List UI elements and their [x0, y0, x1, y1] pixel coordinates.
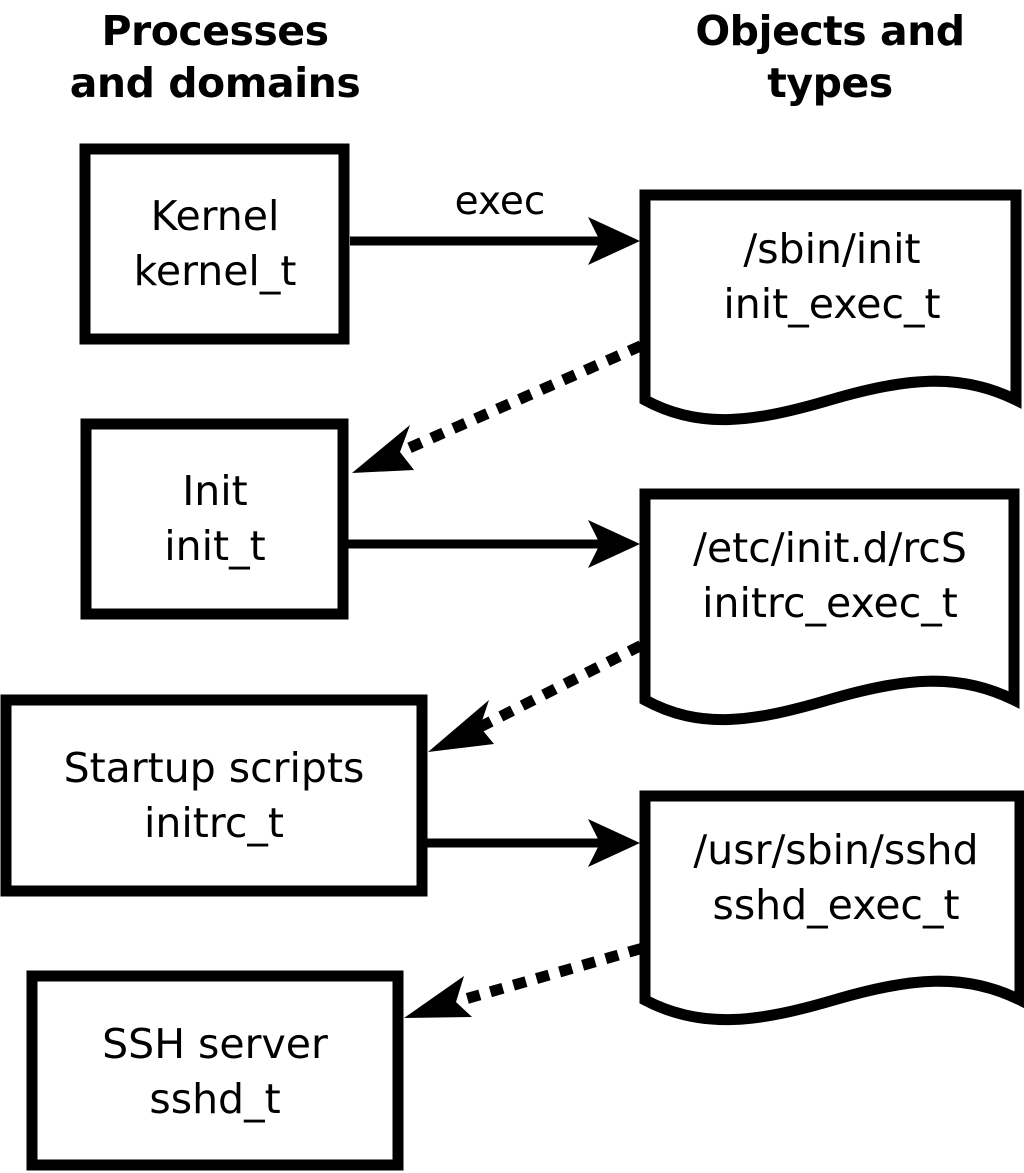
process-node-ssh-server-box: [26, 970, 404, 1171]
process-node-init-type: init_t: [164, 522, 265, 570]
object-node-sshd-exec-type: sshd_exec_t: [712, 881, 959, 929]
column-title-left-line2: and domains: [70, 59, 361, 107]
arrowhead-right: [588, 217, 640, 265]
edge-initrc-exec-to-initrc: [428, 640, 644, 752]
column-title-right: Objects and types: [695, 7, 965, 107]
arrowhead-left: [352, 425, 414, 473]
object-node-init-exec-type: init_exec_t: [723, 280, 940, 328]
edge-initrc-exec-sshd-exec: [427, 819, 640, 867]
object-node-sshd-exec-document: [639, 790, 1024, 1026]
edge-label-exec: exec: [455, 179, 546, 224]
arrowhead-right: [588, 520, 640, 568]
process-node-ssh-server-type: sshd_t: [149, 1075, 280, 1123]
object-node-sshd-exec-path: /usr/sbin/sshd: [693, 826, 978, 874]
column-title-right-line2: types: [767, 59, 892, 107]
object-node-init-exec-path: /sbin/init: [743, 225, 920, 273]
object-node-initrc-exec-path: /etc/init.d/rcS: [693, 524, 967, 572]
process-node-kernel-box: [79, 143, 350, 345]
edge-kernel-exec-init-exec: exec: [350, 179, 640, 265]
arrowhead-left: [404, 976, 472, 1018]
process-node-ssh-server-label: SSH server: [102, 1020, 328, 1068]
column-title-left-line1: Processes: [101, 7, 328, 55]
object-node-initrc-exec[interactable]: /etc/init.d/rcS initrc_exec_t: [639, 488, 1020, 726]
process-node-kernel-type: kernel_t: [134, 247, 297, 295]
process-node-kernel-label: Kernel: [151, 192, 280, 240]
process-node-kernel[interactable]: Kernel kernel_t: [79, 143, 350, 345]
column-title-left: Processes and domains: [70, 7, 361, 107]
process-node-startup-scripts[interactable]: Startup scripts initrc_t: [0, 694, 428, 897]
arrowhead-right: [588, 819, 640, 867]
process-node-ssh-server[interactable]: SSH server sshd_t: [26, 970, 404, 1171]
edge-init-exec-to-init: [352, 340, 644, 473]
process-node-init-box: [80, 418, 349, 620]
column-title-right-line1: Objects and: [695, 7, 964, 55]
object-node-initrc-exec-document: [639, 488, 1020, 726]
process-node-startup-scripts-label: Startup scripts: [64, 744, 365, 792]
edge-line: [455, 943, 643, 1007]
object-node-initrc-exec-type: initrc_exec_t: [702, 579, 958, 627]
process-node-init-label: Init: [182, 467, 248, 515]
edge-init-exec-initrc-exec: [348, 520, 640, 568]
object-node-init-exec[interactable]: /sbin/init init_exec_t: [639, 189, 1022, 426]
object-node-init-exec-document: [639, 189, 1022, 426]
edge-sshd-exec-to-sshd: [404, 943, 643, 1018]
process-node-init[interactable]: Init init_t: [80, 418, 349, 620]
object-node-sshd-exec[interactable]: /usr/sbin/sshd sshd_exec_t: [639, 790, 1024, 1026]
arrowhead-left: [428, 700, 494, 752]
edge-line: [474, 640, 644, 734]
edge-line: [392, 340, 644, 460]
process-node-startup-scripts-box: [0, 694, 428, 897]
process-node-startup-scripts-type: initrc_t: [144, 799, 284, 847]
